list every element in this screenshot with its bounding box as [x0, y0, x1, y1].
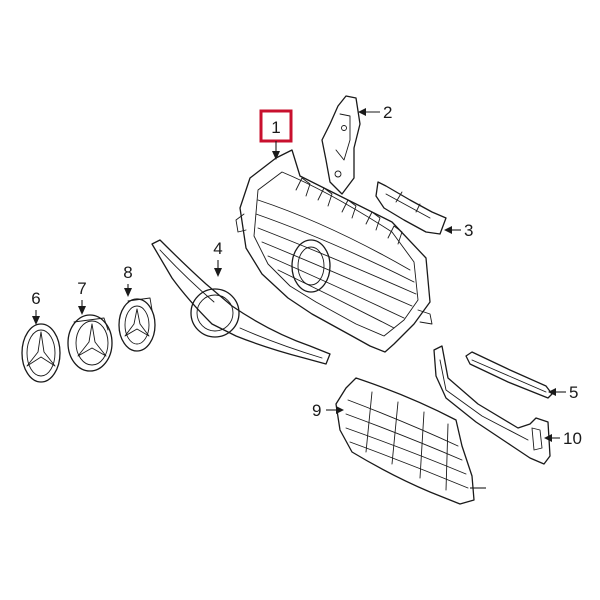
callout-5[interactable]: 5: [569, 383, 578, 402]
part-7-emblem[interactable]: [67, 314, 113, 372]
callout-6[interactable]: 6: [31, 289, 40, 308]
leader-arrow-8: [124, 288, 132, 297]
leader-arrow-9: [336, 406, 344, 414]
part-2-bracket[interactable]: [321, 95, 361, 195]
callout-4[interactable]: 4: [213, 239, 222, 258]
leader-arrow-5: [548, 388, 556, 396]
part-5-molding[interactable]: [465, 351, 553, 399]
part-3-bracket[interactable]: [375, 181, 447, 235]
leader-arrow-4: [214, 268, 222, 277]
callout-10[interactable]: 10: [563, 429, 582, 448]
leader-arrow-7: [78, 306, 86, 315]
callout-8[interactable]: 8: [123, 263, 132, 282]
callout-1[interactable]: 1: [271, 118, 280, 137]
part-8-emblem-mount[interactable]: [118, 297, 156, 352]
leader-arrow-10: [544, 434, 552, 442]
callout-1-highlight: [259, 109, 293, 143]
callout-2[interactable]: 2: [383, 103, 392, 122]
part-9-lower-grille[interactable]: [335, 377, 475, 505]
part-10-lower-bracket[interactable]: [433, 345, 551, 465]
leader-arrow-1: [272, 151, 280, 160]
leader-arrow-2: [358, 108, 366, 116]
part-1-grille[interactable]: [235, 149, 433, 353]
callout-7[interactable]: 7: [77, 279, 86, 298]
part-4-center-bar[interactable]: [151, 239, 331, 365]
callout-3[interactable]: 3: [464, 221, 473, 240]
leader-arrow-6: [32, 316, 40, 325]
callout-9[interactable]: 9: [312, 401, 321, 420]
leader-arrow-3: [444, 226, 452, 234]
part-6-emblem[interactable]: [21, 323, 61, 383]
